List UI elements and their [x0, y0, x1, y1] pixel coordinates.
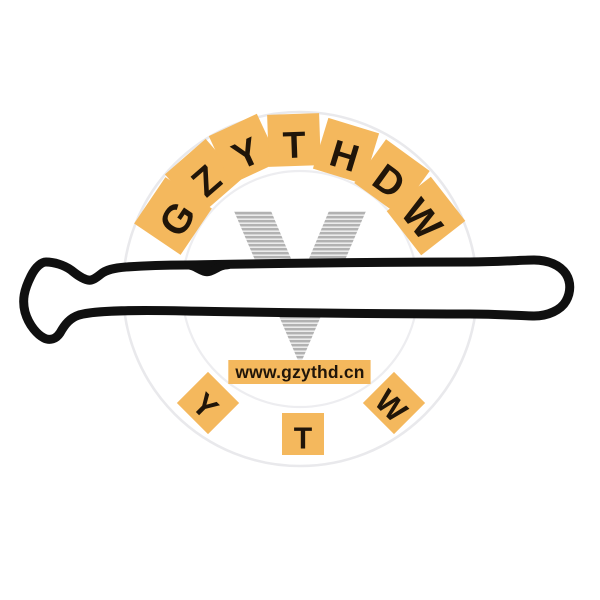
tile-face: [267, 113, 321, 167]
brand-url: www.gzythd.cn: [228, 360, 371, 384]
bottom-tile-t-1: T: [282, 413, 324, 455]
bottom-letter-tiles: YTW: [176, 371, 426, 455]
arc-tile-t-3: T: [267, 113, 321, 167]
tile-face: [176, 371, 240, 435]
tile-letter: T: [282, 123, 306, 166]
tile-letter: T: [294, 422, 313, 455]
hammer-outline-icon: [19, 255, 575, 344]
tile-face: [282, 413, 324, 455]
arc-tile-h-4: H: [312, 117, 380, 185]
brand-url-text: www.gzythd.cn: [234, 362, 364, 382]
tile-face: [208, 113, 280, 185]
bottom-tile-w-2: W: [362, 371, 426, 435]
tile-face: [386, 176, 466, 256]
tile-face: [312, 117, 380, 185]
tile-face: [362, 371, 426, 435]
arc-tile-y-2: Y: [208, 113, 280, 185]
